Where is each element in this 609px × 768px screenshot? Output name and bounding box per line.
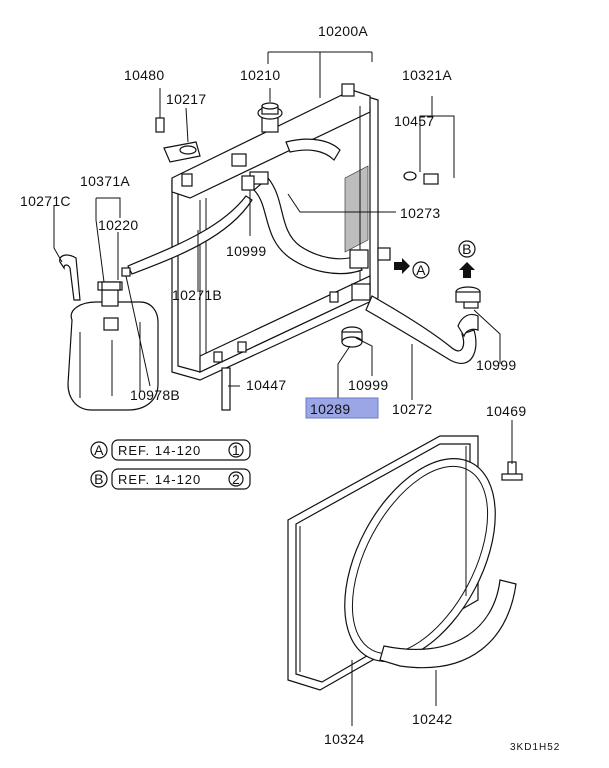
connector-A-letter: A	[416, 262, 426, 278]
shroud-lower-10242	[379, 579, 517, 669]
label-10242[interactable]: 10242	[412, 711, 452, 727]
fan-shroud-10324	[287, 435, 496, 691]
leader-lines	[53, 51, 513, 726]
connector-B-letter: B	[462, 241, 472, 257]
label-10272[interactable]: 10272	[392, 401, 432, 417]
bolt-10469	[501, 461, 523, 481]
reference-A-num: 1	[232, 442, 240, 458]
overflow-tube-10271C	[59, 254, 81, 301]
drain-plug-10321A	[403, 171, 439, 185]
clip-10978B	[121, 267, 131, 277]
highlight-box	[305, 397, 379, 419]
drawing-code: 3KD1H52	[510, 742, 560, 753]
hose-clamp	[349, 249, 369, 269]
reference-B-num: 2	[232, 471, 240, 487]
drain-plug-10447	[221, 367, 231, 411]
bracket-10217	[163, 141, 201, 163]
label-10999-c[interactable]: 10999	[476, 357, 516, 373]
label-10447[interactable]: 10447	[246, 377, 286, 393]
connector-A: A	[394, 258, 430, 279]
mount-10289	[341, 326, 363, 348]
part-labels: 10200A 10480 10210 10321A 10217 10457 10…	[20, 23, 526, 747]
label-10210[interactable]: 10210	[240, 67, 280, 83]
reference-A: A REF. 14-120 1	[90, 439, 251, 461]
cap-10220	[101, 281, 121, 291]
label-10200A[interactable]: 10200A	[318, 23, 368, 39]
connector-B: B	[455, 240, 481, 303]
hose-10271B	[127, 195, 253, 275]
label-10371A[interactable]: 10371A	[80, 173, 130, 189]
label-10289[interactable]: 10289	[310, 401, 350, 417]
reference-B-text[interactable]: REF. 14-120	[118, 472, 201, 487]
reference-A-letter: A	[94, 442, 104, 458]
upper-hose-10273	[253, 177, 363, 275]
label-10220[interactable]: 10220	[98, 217, 138, 233]
bolt-10480	[155, 117, 165, 133]
overflow-hose	[285, 138, 341, 161]
label-10469[interactable]: 10469	[486, 403, 526, 419]
label-10271B[interactable]: 10271B	[172, 287, 222, 303]
label-10271C[interactable]: 10271C	[20, 193, 71, 209]
clamp-10999	[241, 175, 255, 191]
radiator-assembly	[171, 83, 379, 381]
label-10217[interactable]: 10217	[166, 91, 206, 107]
reference-B: B REF. 14-120 2	[90, 468, 251, 490]
radiator-cap-10210	[257, 102, 283, 120]
label-10457[interactable]: 10457	[394, 113, 434, 129]
label-10999-a[interactable]: 10999	[226, 243, 266, 259]
reference-A-text[interactable]: REF. 14-120	[118, 443, 201, 458]
reference-B-letter: B	[94, 471, 104, 487]
label-10999-b[interactable]: 10999	[348, 377, 388, 393]
hose-clamp	[351, 283, 371, 301]
label-10324[interactable]: 10324	[324, 731, 364, 747]
label-10978B[interactable]: 10978B	[130, 387, 180, 403]
label-10321A[interactable]: 10321A	[402, 67, 452, 83]
label-10273[interactable]: 10273	[400, 205, 440, 221]
clamp-10999	[377, 247, 391, 261]
lower-hose-10272	[365, 295, 477, 364]
label-10480[interactable]: 10480	[124, 67, 164, 83]
